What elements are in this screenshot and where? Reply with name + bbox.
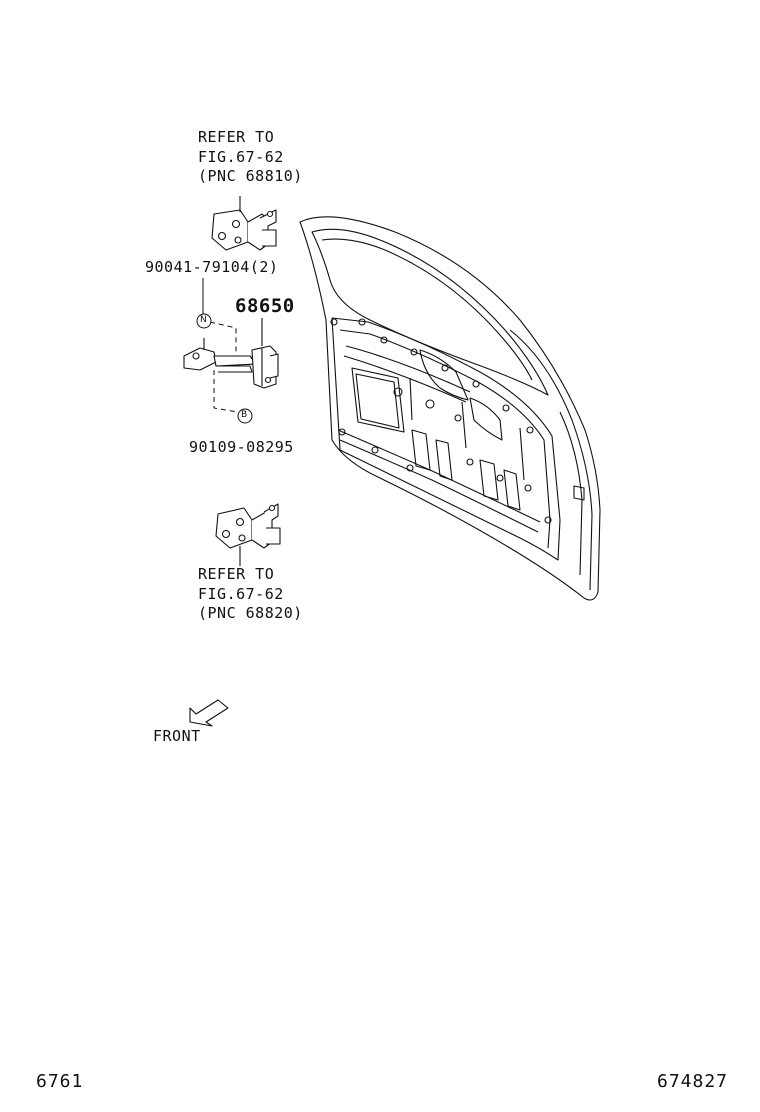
checker-part-number: 68650 [235, 295, 295, 317]
footer-left-code: 6761 [36, 1071, 84, 1092]
bolt-b-part-number: 90109-08295 [189, 438, 294, 456]
marker-b [238, 409, 252, 423]
bolt-part-number: 90041-79104(2) [145, 258, 279, 276]
front-direction-label: FRONT [153, 727, 201, 745]
door-checker [184, 318, 278, 388]
back-door-panel [300, 217, 600, 600]
upper-callout-line3: (PNC 68810) [198, 167, 303, 185]
lower-hinge [216, 504, 280, 566]
lower-callout-line1: REFER TO [198, 565, 275, 583]
upper-hinge [212, 196, 276, 250]
upper-callout-line1: REFER TO [198, 128, 275, 146]
dashed-leaders [210, 322, 238, 412]
footer-right-code: 674827 [657, 1071, 729, 1092]
lower-callout-line3: (PNC 68820) [198, 604, 303, 622]
marker-n [197, 314, 211, 328]
marker-b-label: B [241, 410, 248, 420]
front-arrow-icon [190, 700, 228, 726]
marker-n-label: N [200, 315, 207, 325]
lower-callout-line2: FIG.67-62 [198, 585, 284, 603]
upper-callout-line2: FIG.67-62 [198, 148, 284, 166]
